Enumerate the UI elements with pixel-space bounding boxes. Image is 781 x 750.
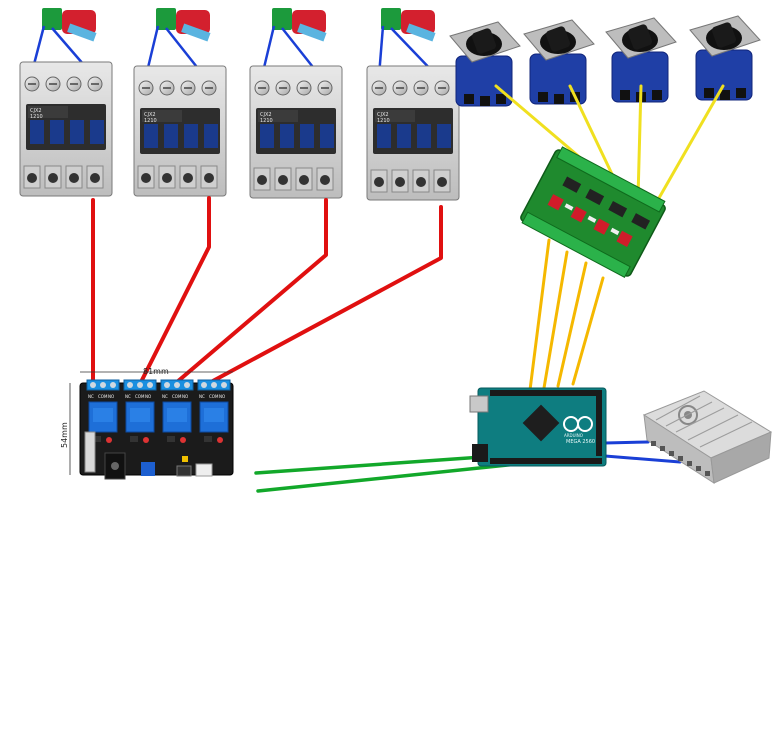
orange-wire-4 [571,276,605,386]
contactor-model-4: CJX2 [377,112,389,118]
red-wire-4 [209,205,443,384]
relay-terminal-label: COM [135,394,145,399]
relay-board-height-label: 54mm [60,422,69,448]
optocoupler-board [520,146,666,278]
red-wire-3 [175,198,328,384]
rotary-switch-1 [449,21,521,107]
contactor-rating-2: 1210 [144,118,157,124]
yellow-wire-4 [653,84,725,207]
relay-board-width-label: 81mm [143,367,169,376]
relay-terminal-label: NC [88,394,94,399]
snubber-module-2 [144,8,211,77]
relay-terminal-label: COM [172,394,182,399]
relay-terminal-label: COM [98,394,108,399]
contactor-rating-4: 1210 [377,118,390,124]
blue-wire-2 [603,454,682,464]
green-wire-2 [256,460,539,493]
contactor-model-1: CJX2 [30,108,42,114]
relay-terminal-label: NO [219,394,225,399]
orange-wires [528,238,605,392]
arduino-brand-text: ARDUINO [564,433,583,438]
yellow-wire-3 [636,84,643,200]
arduino-mega [469,387,607,467]
blue-wire-1 [603,440,650,445]
red-wires [91,196,443,384]
relay-terminal-label: NC [162,394,168,399]
rotary-switch-3 [605,17,677,103]
contactor-rating-3: 1210 [260,118,273,124]
contactor-model-3: CJX2 [260,112,272,118]
relay-terminal-label: COM [209,394,219,399]
relay-terminal-label: NC [199,394,205,399]
relay-terminal-label: NC [125,394,131,399]
orange-wire-3 [556,261,588,388]
contactor-rating-1: 1210 [30,114,43,120]
rotary-switch-4 [689,15,761,101]
power-supply [642,390,773,484]
relay-terminal-label: NO [145,394,151,399]
arduino-board-name: MEGA 2560 [566,439,595,445]
contactor-model-2: CJX2 [144,112,156,118]
rotary-switch-2 [523,19,595,105]
orange-wire-1 [528,238,551,392]
red-wire-2 [140,196,211,382]
relay-terminal-label: NO [108,394,114,399]
orange-wire-2 [542,250,569,390]
relay-terminal-label: NO [182,394,188,399]
blue-wires [603,440,682,464]
